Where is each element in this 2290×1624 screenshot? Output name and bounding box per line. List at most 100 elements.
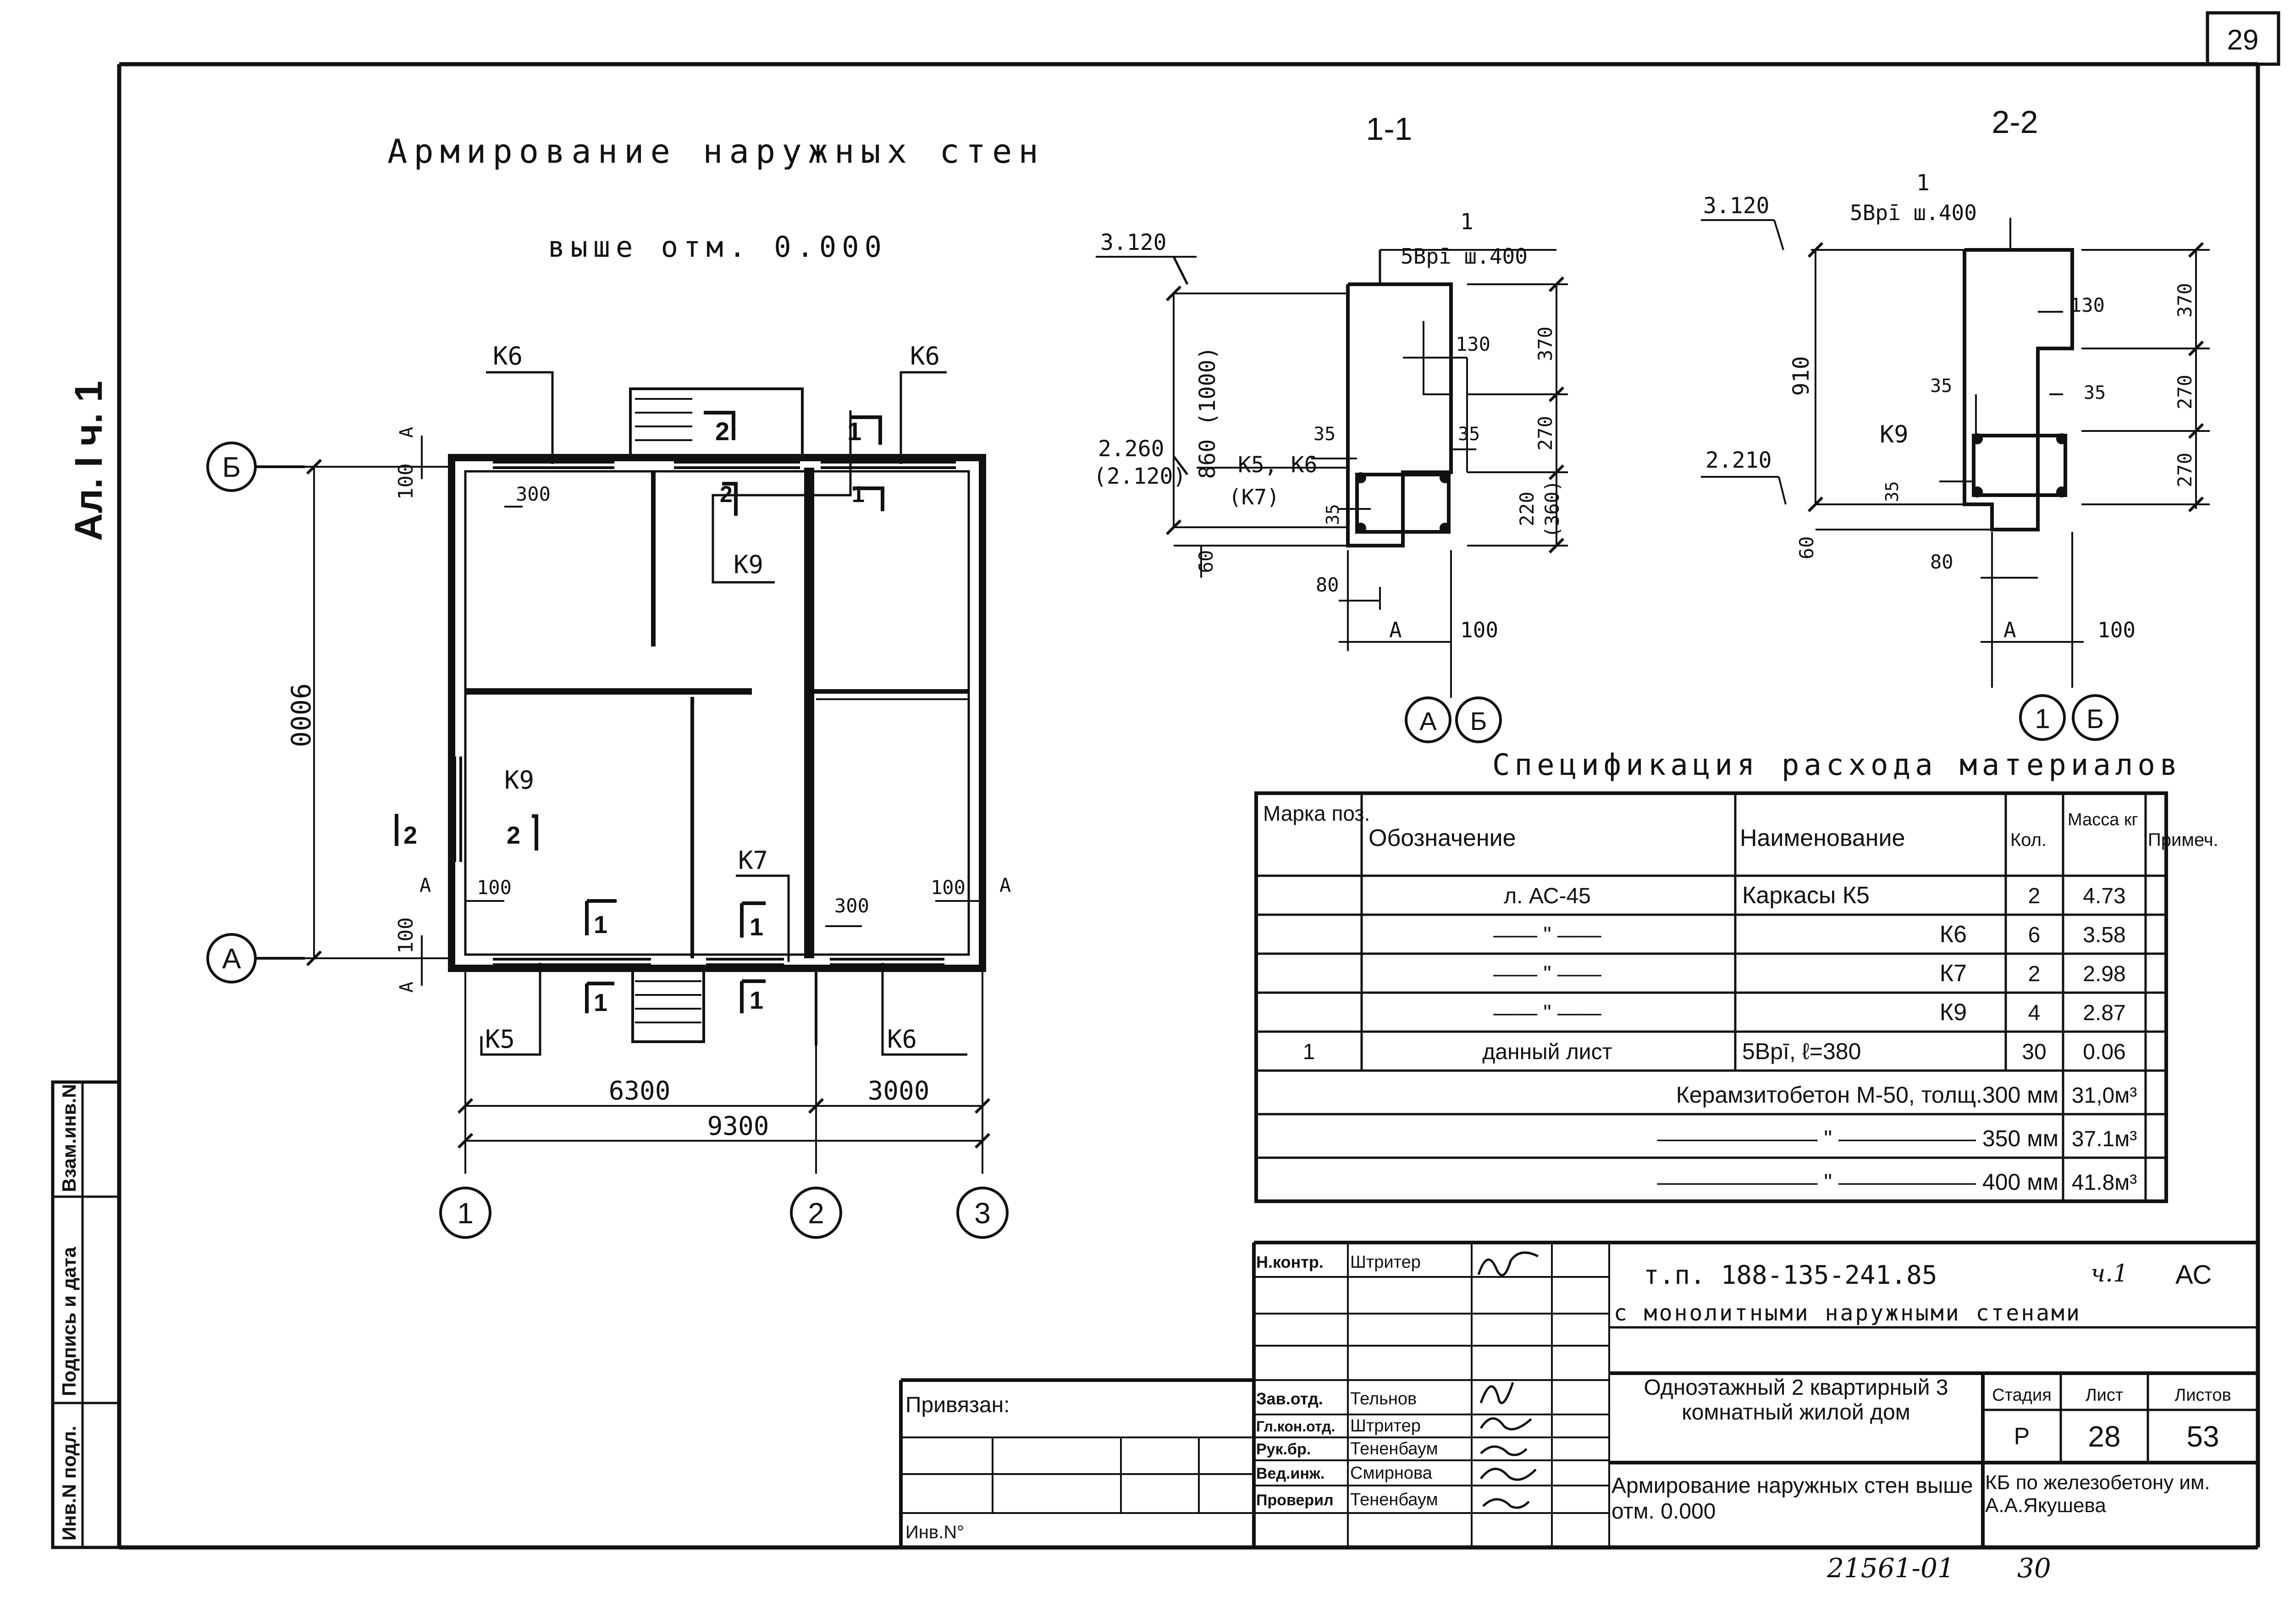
spec-row: 1 данный лист 5Врī, ℓ=380 30 0.06: [1303, 1038, 2126, 1064]
archive-page: 30: [2017, 1552, 2051, 1584]
section-2-dim-270b: 270: [2174, 453, 2196, 487]
section-1-drawing: [1096, 249, 1568, 743]
spec-cell-name: 5Врī, ℓ=380: [1742, 1038, 1861, 1064]
spec-cell-designation: —— " ——: [1493, 923, 1601, 947]
axis-2-bubble: 2: [808, 1197, 824, 1230]
margin-podpis-data: Подпись и дата: [58, 1247, 80, 1396]
project-variant: с монолитными наружными стенами: [1614, 1300, 2081, 1326]
staff-name: Тененбаум: [1350, 1439, 1438, 1458]
stage-label: Стадия: [1992, 1386, 2052, 1405]
mark-k6-top-right: К6: [910, 342, 940, 370]
signatures: [1477, 1251, 1539, 1509]
section-mark-1-bl2: 1: [594, 989, 607, 1016]
axis-3-bubble: 3: [974, 1197, 991, 1230]
spec-concrete-row: ——————— " —————— 350 мм 37.1м³: [1657, 1126, 2137, 1151]
section-2-axis-1: 1: [2035, 703, 2050, 734]
mark-k6-top-left: К6: [493, 342, 523, 370]
margin-vzam-inv: Взам.инв.N: [58, 1084, 80, 1192]
section-mark-2-top: 2: [715, 417, 729, 446]
staff-name: Смирнова: [1350, 1464, 1433, 1483]
staff-row: Н.контр. Штритер: [1256, 1253, 1421, 1272]
staff-name: Штритер: [1350, 1253, 1421, 1272]
axis-a-bubble: А: [222, 943, 241, 975]
album-label: Ал. I ч. 1: [67, 381, 110, 541]
section-1-rebar-spec: 5Врī ш.400: [1401, 244, 1528, 269]
spec-concrete-row: ——————— " —————— 400 мм 41.8м³: [1657, 1169, 2137, 1195]
section-2-level-mid: 2.210: [1705, 447, 1772, 473]
spec-cell-mass: 2.87: [2083, 1001, 2125, 1025]
section-2-rebar-pos: 1: [1916, 170, 1930, 196]
plan-title: Армирование наружных стен: [387, 132, 1045, 171]
spec-concrete-text: Керамзитобетон М-50, толщ.300 мм: [1676, 1082, 2058, 1108]
section-1-dim-270: 270: [1534, 416, 1556, 451]
section-mark-2-left: 2: [403, 822, 417, 849]
section-2-level-top: 3.120: [1703, 193, 1770, 219]
spec-cell-mass: 4.73: [2083, 884, 2125, 908]
section-2-dim-35b: 35: [2084, 382, 2106, 403]
spec-header-mass: Масса кг: [2068, 810, 2138, 829]
archive-code: 21561-01: [1826, 1552, 1954, 1584]
section-1-dim-100: 100: [1460, 618, 1498, 642]
spec-cell-mass: 3.58: [2083, 923, 2125, 947]
spec-table-grid: [1254, 791, 2168, 1203]
project-part: ч.1: [2091, 1260, 2128, 1287]
section-1-dim-35a: 35: [1313, 424, 1335, 445]
section-2-rebar-spec: 5Врī ш.400: [1850, 200, 1977, 225]
section-2-axis-b: Б: [2086, 704, 2104, 734]
spec-header-mark: Марка поз.: [1263, 801, 1370, 825]
section-1-dim-360: (360): [1541, 480, 1563, 538]
dim-9000: 9000: [285, 683, 316, 747]
project-code: т.п. 188-135-241.85: [1644, 1260, 1937, 1290]
section-1-dim-370: 370: [1534, 326, 1556, 361]
spec-cell-qty: 2: [2028, 962, 2041, 986]
section-1-rebar-pos: 1: [1460, 209, 1473, 235]
section-1-dim-80: 80: [1316, 574, 1339, 596]
dim-300-top: 300: [516, 483, 551, 505]
spec-cell-designation: —— " ——: [1493, 1001, 1601, 1025]
section-mark-1-bc2: 1: [750, 987, 763, 1014]
spec-cell-designation: данный лист: [1482, 1040, 1612, 1064]
spec-concrete-value: 31,0м³: [2072, 1083, 2137, 1108]
spec-row: —— " —— К6 6 3.58: [1493, 921, 2126, 948]
margin-inv-podl: Инв.N подл.: [58, 1425, 80, 1541]
spec-row: —— " —— К9 4 2.87: [1493, 999, 2126, 1026]
staff-row: Гл.кон.отд. Штритер: [1256, 1416, 1421, 1436]
building-name-box: Одноэтажный 2 квартирный 3 комнатный жил…: [1644, 1375, 1948, 1425]
section-1-dim-35b: 35: [1458, 424, 1480, 445]
dim-a-right: А: [999, 874, 1011, 896]
dim-a-top: А: [396, 427, 417, 438]
dim-9300: 9300: [707, 1111, 769, 1141]
spec-header-qty: Кол.: [2010, 830, 2047, 850]
dim-a-left: А: [419, 874, 431, 896]
section-1-dim-860: 860 (1000): [1195, 347, 1220, 479]
section-mark-1-inner: 1: [852, 481, 865, 507]
section-2-title: 2-2: [1992, 104, 2038, 140]
spec-concrete-row: Керамзитобетон М-50, толщ.300 мм 31,0м³: [1676, 1082, 2137, 1108]
project-section: АС: [2175, 1260, 2212, 1290]
sheet-title-box: Армирование наружных стен выше отм. 0.00…: [1611, 1474, 1973, 1524]
section-2-dim-80: 80: [1930, 551, 1953, 573]
inv-no-label: Инв.N°: [905, 1522, 964, 1542]
section-2-mark: К9: [1880, 421, 1909, 448]
sheet-title: Армирование наружных стен выше отм. 0.00…: [1611, 1474, 1973, 1524]
spec-cell-qty: 30: [2022, 1040, 2046, 1064]
section-1-mark-alt: (К7): [1229, 485, 1280, 509]
section-2-dim-270a: 270: [2174, 375, 2196, 409]
sheet-label: Лист: [2086, 1386, 2124, 1405]
title-block-grid: [899, 1241, 2258, 1547]
section-1-level-top: 3.120: [1100, 230, 1167, 255]
spec-cell-name: К6: [1940, 921, 1967, 948]
mark-k9-left: К9: [504, 766, 534, 795]
section-mark-1-bl: 1: [594, 911, 607, 939]
spec-cell-designation: л. АС-45: [1504, 884, 1591, 908]
stage-value: Р: [2014, 1423, 2030, 1450]
staff-row: Проверил Тененбаум: [1256, 1490, 1438, 1509]
sheet-value: 28: [2088, 1420, 2120, 1453]
section-mark-2-right: 2: [507, 822, 520, 849]
spec-cell-mass: 0.06: [2083, 1040, 2125, 1064]
spec-cell-name: Каркасы К5: [1742, 882, 1870, 909]
section-2-dim-35c: 35: [1882, 481, 1902, 502]
staff-role: Проверил: [1256, 1491, 1334, 1509]
spec-cell-designation: —— " ——: [1493, 962, 1601, 986]
